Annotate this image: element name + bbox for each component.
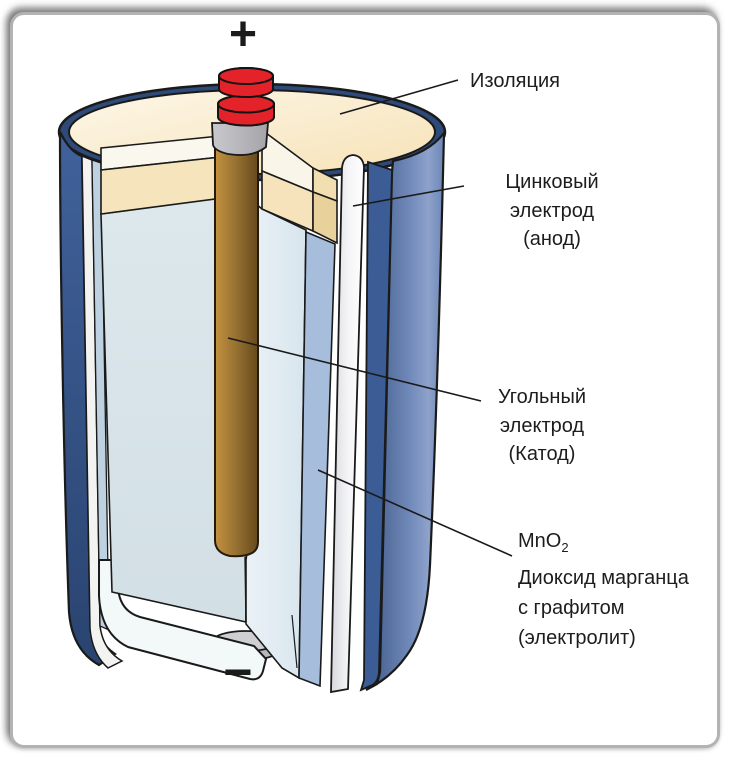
electrolyte-crease-line [291,614,298,669]
mno2-formula-subscript: 2 [561,540,569,555]
leader-line-carbon [227,337,482,402]
label-carbon-line1: Угольный [497,386,587,408]
label-insulation: Изоляция [470,70,560,92]
label-mno2-line2: Диоксид марганца [518,567,689,589]
axis-line [244,556,247,623]
inner-layer-strip [298,230,336,688]
label-zinc-line1: Цинковый [505,171,599,193]
label-mno2-line3: с графитом [518,597,625,619]
leader-line-mno2 [317,469,513,557]
collar-seal [211,122,269,156]
label-zinc-line3: (анод) [523,228,581,250]
label-zinc-electrode: Цинковый электрод (анод) [468,168,636,254]
left-separator-white [81,154,124,669]
outer-casing-right [365,129,446,691]
positive-terminal-sign: + [228,8,258,61]
label-carbon-line2: электрод [499,414,585,437]
label-mno2-line4: (электролит) [518,627,636,649]
label-carbon-line3: (Катод) [508,443,576,465]
inner-can-bottom-rim [98,559,268,681]
positive-terminal-cap [217,67,275,127]
label-carbon-electrode: Угольный электрод (Катод) [458,383,626,469]
label-mno2-formula: MnO2 [518,526,689,563]
label-zinc-line2: электрод [509,199,595,222]
insulation-cut-blocks-right [261,128,338,245]
carbon-rod [214,146,259,558]
negative-terminal-sign: − [223,644,253,700]
leader-line-zinc [352,185,465,207]
mno2-formula-base: MnO [518,530,562,552]
zinc-electrode-strip [330,154,365,694]
label-mno2: MnO2 Диоксид марганца с графитом (электр… [518,526,689,653]
leader-line-insulation [339,79,459,115]
casing-cut-strip [359,160,393,692]
